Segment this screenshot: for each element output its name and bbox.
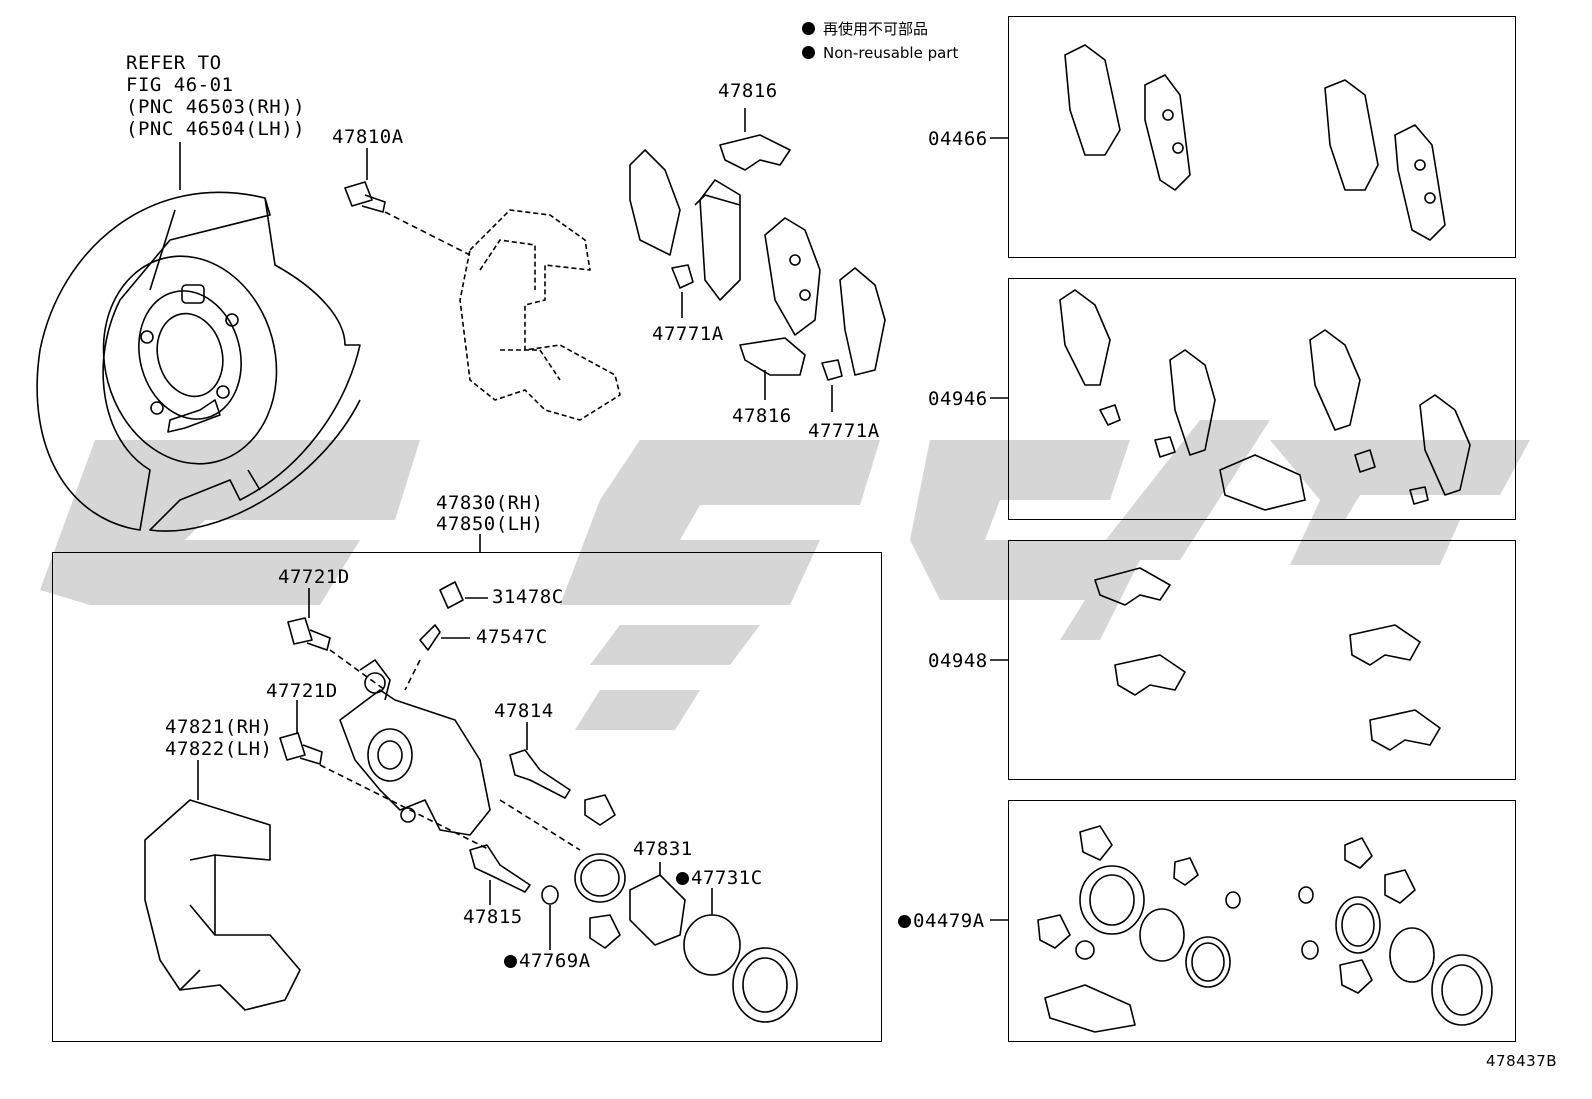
label-47721D-top: 47721D	[278, 566, 350, 588]
refer-line-1: REFER TO	[126, 52, 222, 74]
kit-box-04479A	[1008, 800, 1516, 1042]
label-47815: 47815	[463, 906, 523, 928]
label-47547C: 47547C	[476, 626, 548, 648]
non-reusable-dot-icon	[504, 955, 517, 968]
figure-code: 478437B	[1486, 1052, 1558, 1070]
refer-line-2: FIG 46-01	[126, 74, 234, 96]
label-47816-top: 47816	[718, 80, 778, 102]
label-47830: 47830(RH)	[436, 492, 544, 514]
label-04946: 04946	[928, 388, 988, 410]
non-reusable-dot-icon	[676, 872, 689, 885]
label-47810A: 47810A	[332, 126, 404, 148]
label-04466: 04466	[928, 128, 988, 150]
kit-box-04948	[1008, 540, 1516, 780]
label-47850: 47850(LH)	[436, 513, 544, 535]
label-47816-bottom: 47816	[732, 405, 792, 427]
non-reusable-dot-icon	[802, 22, 815, 35]
label-47822: 47822(LH)	[165, 738, 273, 760]
caliper-assembly-box	[52, 552, 882, 1042]
label-31478C: 31478C	[492, 586, 564, 608]
label-47731C: 47731C	[676, 867, 763, 889]
label-04479A: 04479A	[898, 910, 985, 932]
kit-box-04466	[1008, 16, 1516, 258]
non-reusable-dot-icon	[802, 46, 815, 59]
refer-line-4: (PNC 46504(LH))	[126, 118, 306, 140]
label-47721D-mid: 47721D	[266, 680, 338, 702]
kit-box-04946	[1008, 278, 1516, 520]
non-reusable-dot-icon	[898, 915, 911, 928]
label-47771A-right: 47771A	[808, 420, 880, 442]
legend-jp: 再使用不可部品	[802, 18, 928, 39]
legend-en: Non-reusable part	[802, 44, 958, 62]
label-47821: 47821(RH)	[165, 716, 273, 738]
label-04948: 04948	[928, 650, 988, 672]
refer-line-3: (PNC 46503(RH))	[126, 96, 306, 118]
label-47769A: 47769A	[504, 950, 591, 972]
label-47831: 47831	[633, 838, 693, 860]
label-47771A-left: 47771A	[652, 323, 724, 345]
backing-plate	[36, 191, 361, 532]
label-47814: 47814	[494, 700, 554, 722]
